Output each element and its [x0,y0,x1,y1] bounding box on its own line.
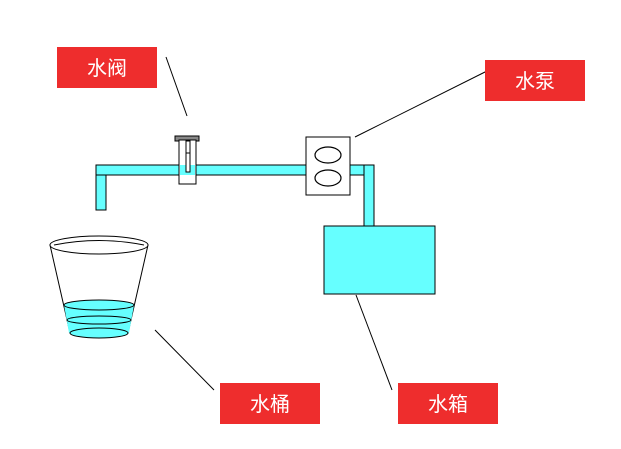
leader-line-tank [355,294,393,391]
pump-icon [305,136,351,196]
leader-line-pump [354,70,488,138]
tank-label: 水箱 [398,383,498,424]
water-pipe [95,164,375,229]
bucket-label: 水桶 [220,383,320,424]
water-tank [323,225,436,295]
water-bucket [49,235,149,339]
leader-line-bucket [154,329,215,391]
valve-label: 水阀 [57,47,157,88]
valve-icon [174,135,200,185]
pump-label: 水泵 [485,60,585,101]
leader-line-valve [165,56,188,117]
